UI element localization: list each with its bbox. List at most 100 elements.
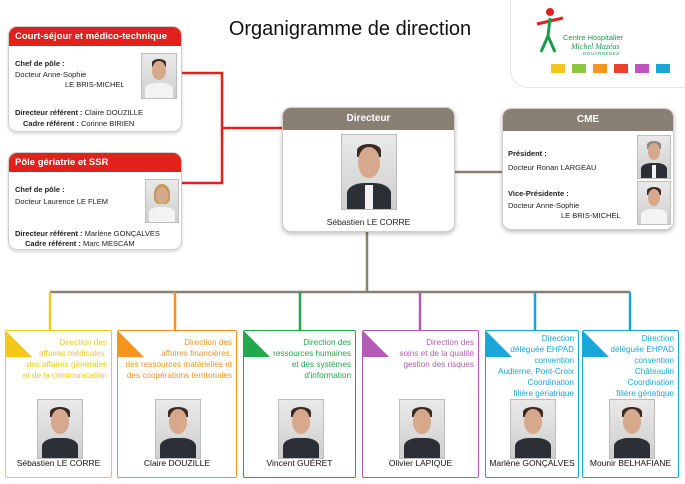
direction-title: Direction des affaires médicales, des affa… [10,337,107,381]
court-sejour-dir-name: Claire DOUZILLE [84,108,143,117]
direction-person-name: Sébastien LE CORRE [16,458,101,468]
direction-photo [399,399,445,459]
logo-swatch [551,64,565,73]
direction-photo [37,399,83,459]
cme-vp-label: Vice-Présidente : [508,189,569,198]
geriatrie-cadre-name: Marc MESCAM [82,239,135,248]
geriatrie-header: Pôle gériatrie et SSR [9,153,181,172]
direction-title-line: Direction des [426,338,474,347]
geriatrie-chef-label: Chef de pôle : [15,185,65,194]
direction-title-line: filière gériatique [616,389,674,398]
court-sejour-chef-label: Chef de pôle : [15,59,65,68]
direction-title-line: Coordination [627,378,674,387]
court-sejour-chef-photo [141,53,177,99]
logo-swatch [656,64,670,73]
logo-name: Centre Hospitalier [563,33,624,42]
page-title: Organigramme de direction [228,18,472,40]
direction-title-line: des coopérations territoriales [126,371,232,380]
directeur-header: Directeur [283,108,454,130]
direction-title-line: convention [634,356,674,365]
court-sejour-directeur: Directeur référent : Claire DOUZILLE [15,108,143,118]
direction-title-line: soins et de la qualité [399,349,474,358]
directeur-name: Sébastien LE CORRE [326,217,411,227]
logo-swatch [614,64,628,73]
directeur-photo [341,134,397,210]
direction-person-name: Marlène GONÇALVES [489,458,575,468]
direction-title-line: Direction des [184,338,232,347]
court-sejour-header: Court-séjour et médico-technique [9,27,181,46]
geriatrie-card: Pôle gériatrie et SSR Chef de pôle : Doc… [8,152,182,250]
cme-president-name: Docteur Ronan LARGEAU [508,163,597,172]
logo-signature: Michel Mazéas [571,42,620,51]
direction-title-line: affaires financières, [161,349,232,358]
direction-title-line: affaires médicales, [38,349,107,358]
court-sejour-dir-label: Directeur référent : [15,108,83,117]
direction-title: Direction des soins et de la qualité gesti… [367,337,474,370]
court-sejour-cadre-label: Cadre référent : [23,119,79,128]
direction-photo [609,399,655,459]
direction-title-line: Direction des [303,338,351,347]
direction-title-line: ressources humaines [273,349,351,358]
court-sejour-chef-line2: LE BRIS-MICHEL [65,80,125,89]
direction-person-name: Mounir BELHAFIANE [589,458,672,468]
directeur-card: Directeur Sébastien LE CORRE [282,107,455,232]
logo-swatch [593,64,607,73]
direction-title-line: filière gériatrique [513,389,574,398]
hospital-logo: Centre Hospitalier Michel Mazéas DOUARNE… [510,0,685,88]
direction-box: Direction des affaires financières, des re… [117,330,237,478]
direction-title: Direction des ressources humaines et des s… [248,337,351,381]
geriatrie-chef-name: Docteur Laurence LE FLEM [15,197,108,206]
direction-title-line: Direction [541,334,574,343]
direction-title-line: gestion des risques [403,360,474,369]
direction-box: Direction des soins et de la qualité gesti… [362,330,479,478]
direction-title-line: des affaires générales [26,360,107,369]
geriatrie-dir-name: Marlène GONÇALVES [84,229,160,238]
direction-photo [510,399,556,459]
direction-title-line: Direction des [59,338,107,347]
cme-vp-photo [637,181,671,225]
direction-title-line: déléguée EHPAD [610,345,674,354]
logo-color-swatches [551,64,670,73]
direction-title-line: et de la communication [22,371,107,380]
direction-title-line: des ressources matérielles et [125,360,232,369]
direction-title-line: convention [534,356,574,365]
direction-title-line: Direction [641,334,674,343]
geriatrie-cadre: Cadre référent : Marc MESCAM [25,239,135,249]
direction-title-line: déléguée EHPAD [510,345,574,354]
court-sejour-chef-line1: Docteur Anne-Sophie [15,70,87,79]
direction-title-line: Audierne, Pont-Croix [498,367,574,376]
court-sejour-cadre: Cadre référent : Corinne BIRIEN [23,119,134,129]
cme-card: CME Président : Docteur Ronan LARGEAU Vi… [502,108,674,230]
logo-city: DOUARNENEZ [583,51,620,56]
logo-swatch [635,64,649,73]
direction-title-line: d'information [304,371,351,380]
cme-vp-line1: Docteur Anne-Sophie [508,201,580,210]
direction-title-line: Coordination [527,378,574,387]
geriatrie-cadre-label: Cadre référent : [25,239,81,248]
cme-vp-line2: LE BRIS-MICHEL [561,211,621,220]
direction-person-name: Claire DOUZILLE [143,458,211,468]
court-sejour-cadre-name: Corinne BIRIEN [80,119,135,128]
geriatrie-directeur: Directeur référent : Marlène GONÇALVES [15,229,160,239]
direction-box: Direction des ressources humaines et des s… [243,330,356,478]
geriatrie-dir-label: Directeur référent : [15,229,83,238]
direction-person-name: Vincent GUÉRET [266,458,333,468]
direction-box: Direction des affaires médicales, des affa… [5,330,112,478]
person-logo-icon [536,8,564,53]
direction-person-name: Olivier LAPIQUE [388,458,453,468]
direction-title: Direction des affaires financières, des re… [122,337,232,381]
cme-header: CME [503,109,673,131]
cme-president-photo [637,135,671,179]
logo-swatch [572,64,586,73]
direction-title-line: Châteaulin [634,367,674,376]
cme-president-label: Président : [508,149,547,158]
direction-photo [278,399,324,459]
direction-title-line: et des systèmes [291,360,351,369]
geriatrie-chef-photo [145,179,179,223]
court-sejour-card: Court-séjour et médico-technique Chef de… [8,26,182,132]
direction-photo [155,399,201,459]
